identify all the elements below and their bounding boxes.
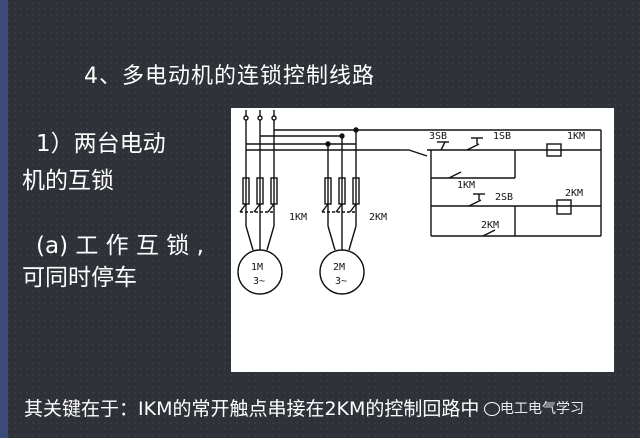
left-accent-stripe	[0, 0, 8, 438]
label-1sb: 1SB	[493, 131, 511, 142]
label-2km-main: 2KM	[369, 212, 387, 223]
case-line1: (a) 工 作 互 锁 ,	[36, 233, 204, 259]
label-hold-1km: 1KM	[457, 180, 475, 191]
label-3sb: 3SB	[429, 131, 447, 142]
subtitle-line1: 1）两台电动	[36, 131, 166, 157]
label-coil-2km: 2KM	[565, 188, 583, 199]
wechat-icon	[484, 402, 500, 416]
slide-title: 4、多电动机的连锁控制线路	[84, 64, 375, 89]
slide-caption: 其关键在于：IKM的常开触点串接在2KM的控制回路中	[24, 398, 480, 420]
label-hold-2km: 2KM	[481, 220, 499, 231]
watermark-text: 电工电气学习	[500, 401, 584, 417]
label-motor2-name: 2M	[333, 262, 345, 273]
label-2sb: 2SB	[495, 192, 513, 203]
label-motor1-name: 1M	[251, 262, 263, 273]
circuit-svg: 1KM 2KM 1M 3~ 2M 3~ 3SB 1SB 1KM 1KM 2SB …	[237, 110, 602, 295]
circuit-diagram: 1KM 2KM 1M 3~ 2M 3~ 3SB 1SB 1KM 1KM 2SB …	[231, 108, 614, 372]
label-1km-main: 1KM	[289, 212, 307, 223]
case-line2: 可同时停车	[22, 265, 137, 291]
label-coil-1km: 1KM	[567, 131, 585, 142]
label-motor1-phase: 3~	[253, 276, 265, 287]
wiring	[237, 110, 602, 295]
subtitle-line2: 机的互锁	[22, 168, 114, 194]
label-motor2-phase: 3~	[335, 276, 347, 287]
